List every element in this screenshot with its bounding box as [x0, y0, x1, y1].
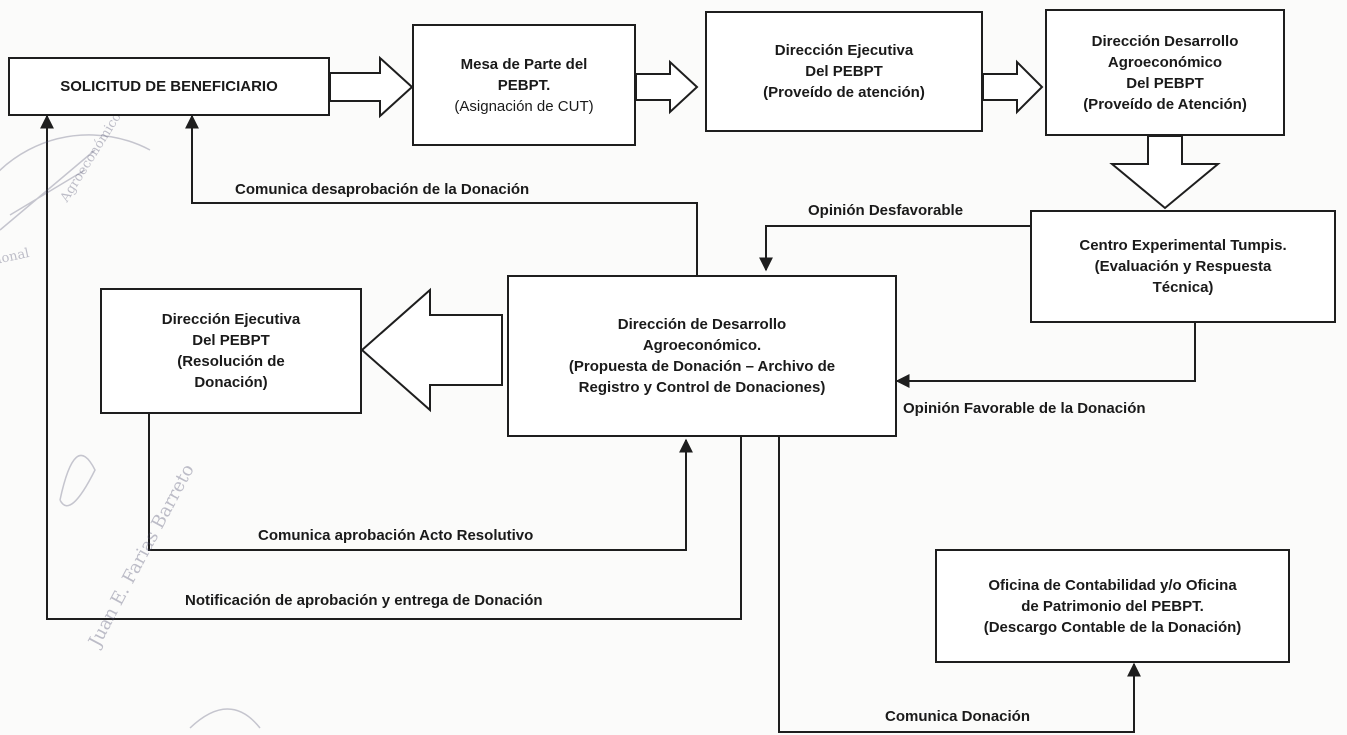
wire-desfavorable [759, 225, 1030, 272]
box-direccion-desarrollo-mid: Dirección de Desarrollo Agroeconómico. (… [507, 275, 897, 437]
label-desfavorable: Opinión Desfavorable [808, 202, 964, 219]
box-line: Agroeconómico [1107, 53, 1223, 71]
box-line: Del PEBPT [805, 63, 883, 80]
block-arrow-solicitud-to-mesa [329, 55, 414, 119]
block-arrow-mesa-to-dirEjecutiva [635, 59, 699, 115]
box-direccion-desarrollo-top: Dirección Desarrollo Agroeconómico Del P… [1045, 9, 1285, 136]
wire-aprobacion [148, 414, 693, 551]
wire-comunica-donacion [778, 437, 1141, 733]
box-line: Del PEBPT [1126, 74, 1204, 92]
wire-notificacion [40, 114, 742, 620]
wire-favorable [895, 323, 1196, 388]
box-line: Dirección Ejecutiva [774, 42, 914, 59]
box-mesa-parte: Mesa de Parte del PEBPT. (Asignación de … [412, 24, 636, 146]
box-line: de Patrimonio del PEBPT. [1021, 597, 1204, 615]
box-line: Técnica) [1152, 279, 1214, 296]
box-line: PEBPT. [497, 76, 551, 94]
box-centro-experimental: Centro Experimental Tumpis. (Evaluación … [1030, 210, 1336, 323]
box-line: (Evaluación y Respuesta [1094, 258, 1272, 275]
box-line: Del PEBPT [192, 332, 270, 349]
box-oficina-contabilidad: Oficina de Contabilidad y/o Oficina de P… [935, 549, 1290, 663]
box-line: Dirección de Desarrollo [617, 316, 787, 333]
label-favorable: Opinión Favorable de la Donación [903, 400, 1146, 417]
box-line: SOLICITUD DE BENEFICIARIO [60, 78, 278, 95]
block-arrow-dirEjecutiva-to-dirDesarrollo [982, 59, 1044, 115]
label-desaprobacion: Comunica desaprobación de la Donación [235, 181, 530, 198]
block-arrow-mid-to-dirEjecutiva-left [360, 287, 503, 413]
wire-desaprobacion [185, 114, 698, 276]
box-line: Dirección Desarrollo [1091, 32, 1239, 50]
box-line: Donación) [194, 374, 268, 391]
box-line: Oficina de Contabilidad y/o Oficina [988, 576, 1237, 594]
box-line: (Propuesta de Donación – Archivo de [568, 358, 836, 375]
box-line: Mesa de Parte del [460, 55, 588, 73]
box-line: (Resolución de [177, 353, 285, 370]
label-notificacion: Notificación de aprobación y entrega de … [185, 592, 543, 609]
box-direccion-ejecutiva-top: Dirección Ejecutiva Del PEBPT (Proveído … [705, 11, 983, 132]
box-direccion-ejecutiva-left: Dirección Ejecutiva Del PEBPT (Resolució… [100, 288, 362, 414]
box-line: Centro Experimental Tumpis. [1079, 237, 1287, 254]
signature-stroke [0, 149, 96, 507]
box-subline: (Asignación de CUT) [454, 97, 594, 115]
box-line: (Proveído de atención) [763, 84, 925, 101]
box-line: Registro y Control de Donaciones) [578, 379, 826, 396]
label-comunica-donacion: Comunica Donación [885, 708, 1031, 725]
box-line: (Descargo Contable de la Donación) [983, 618, 1242, 636]
signature-loop [189, 708, 261, 729]
label-aprobacion: Comunica aprobación Acto Resolutivo [258, 527, 534, 544]
box-solicitud-beneficiario: SOLICITUD DE BENEFICIARIO [8, 57, 330, 116]
box-line: Agroeconómico. [642, 337, 762, 354]
box-line: (Proveído de Atención) [1083, 95, 1247, 113]
box-line: Dirección Ejecutiva [161, 311, 301, 328]
stamp-ring [0, 134, 151, 172]
block-arrow-down-to-centro [1109, 135, 1221, 210]
